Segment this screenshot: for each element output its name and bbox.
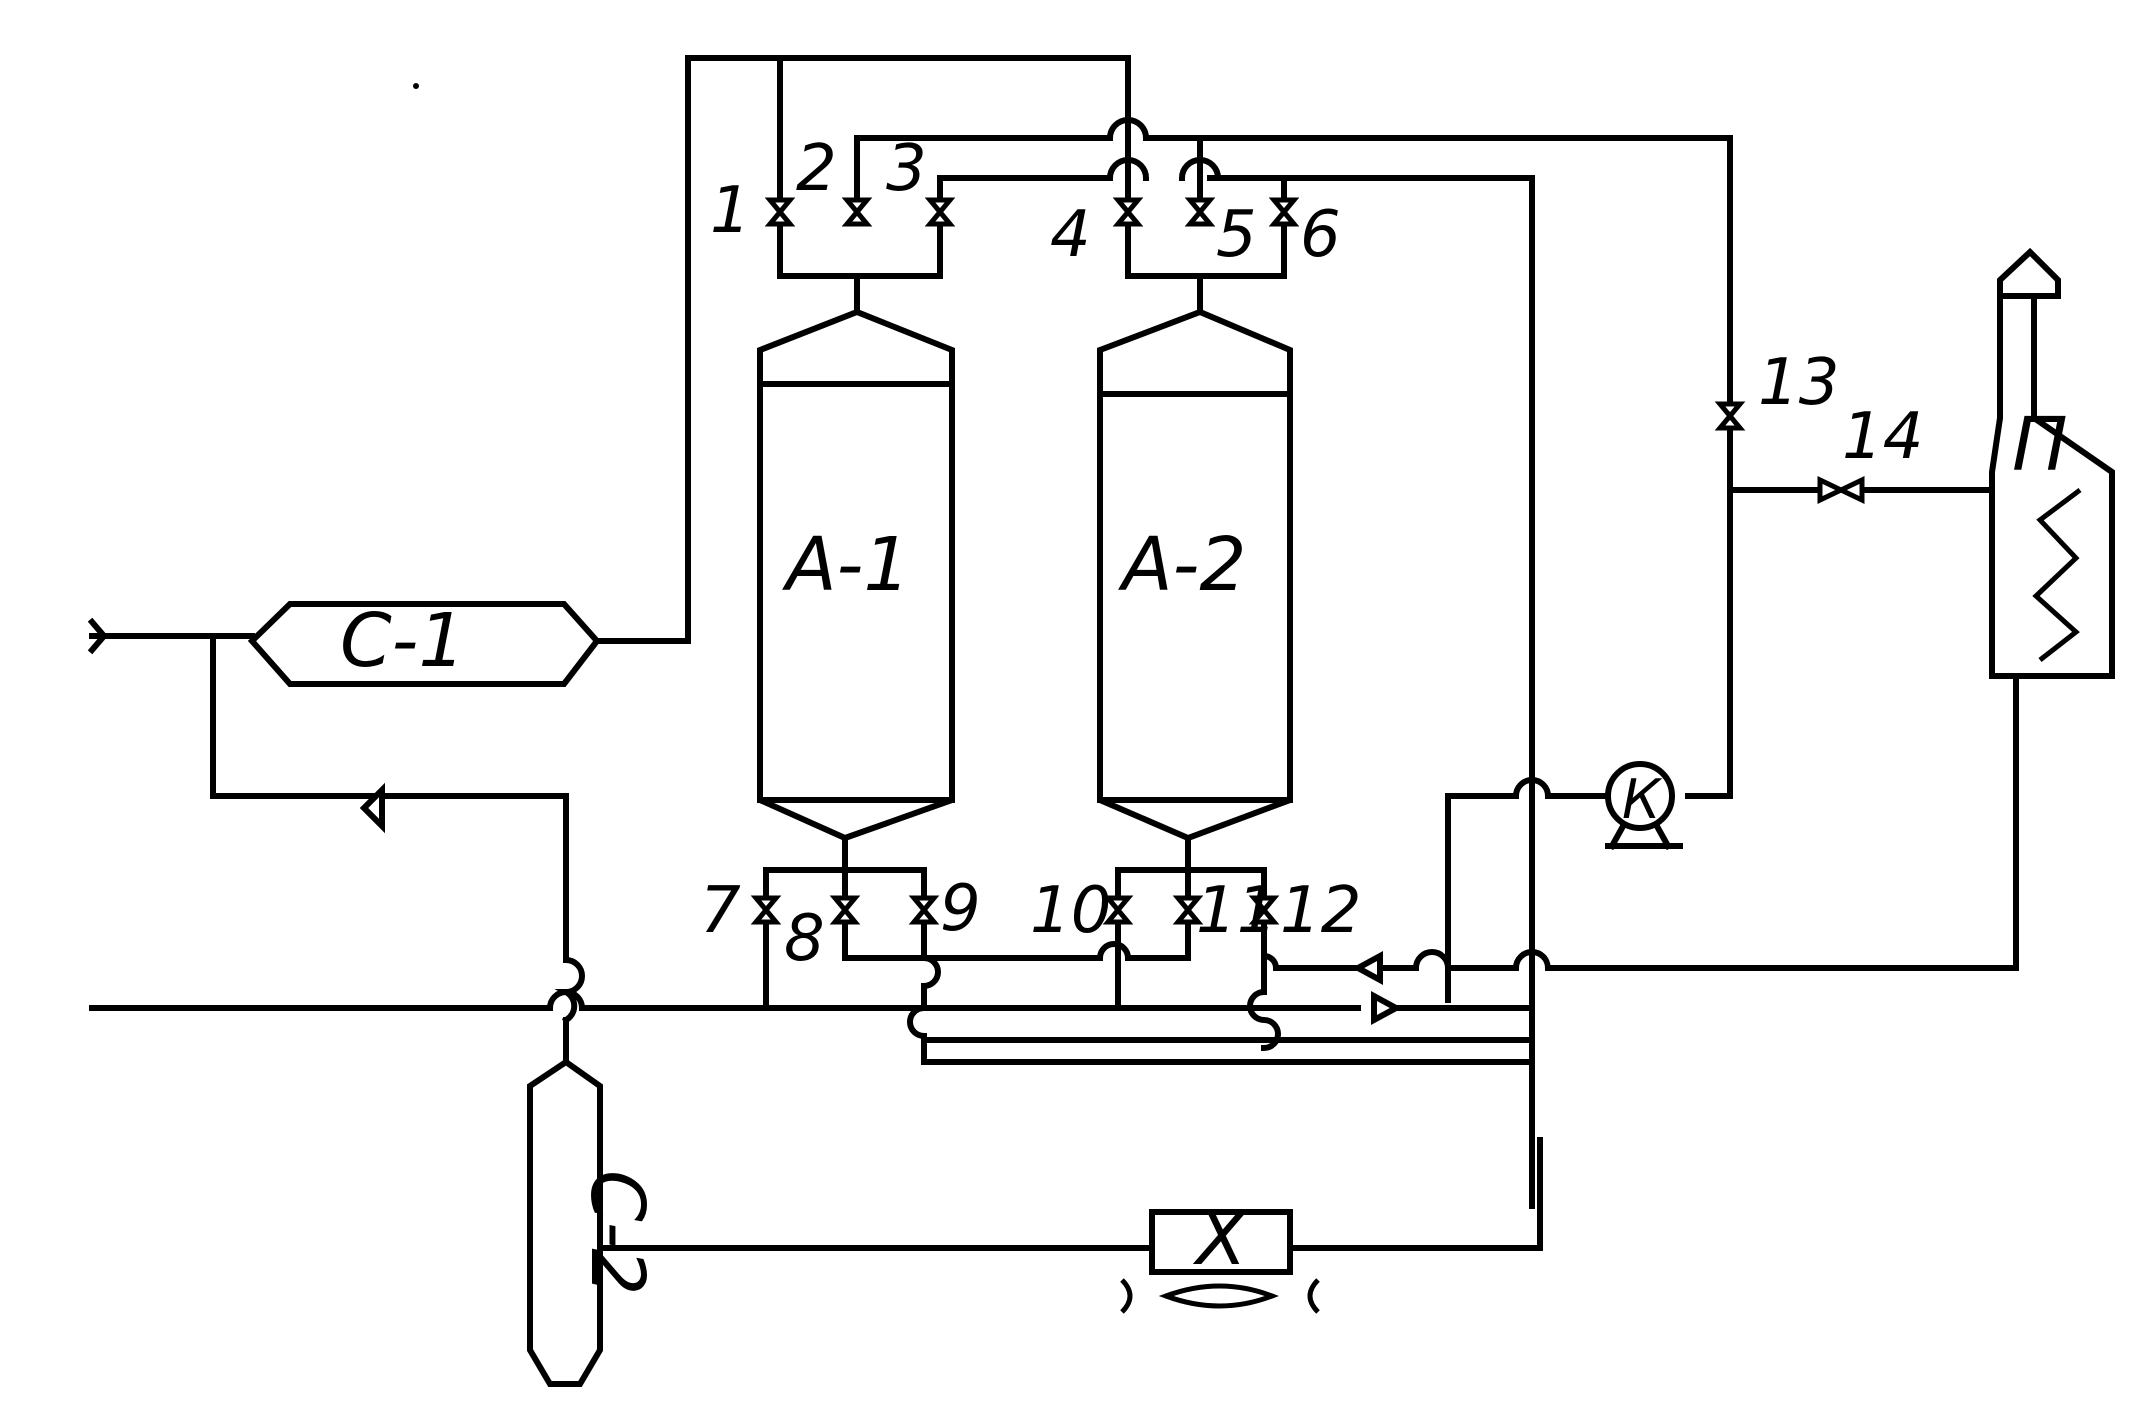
furnace-label: П [2012,402,2068,488]
c1-label: С-1 [340,598,465,684]
heater-feed-line [1688,430,1730,796]
valve-10-label: 10 [1030,874,1111,948]
valve-14-label: 14 [1842,400,1923,474]
valve-9[interactable] [914,898,934,922]
valve-7-label: 7 [700,874,741,948]
valve-8[interactable] [835,898,855,922]
cooling-bottom-line [924,1040,1532,1062]
cooling-line [924,1036,1532,1040]
valve-6[interactable] [1274,200,1294,224]
adsorber-a2: А-2 [1100,312,1290,838]
compressor: К [1608,764,1680,846]
valve-1[interactable] [770,200,790,224]
main-jump-9 [910,1008,924,1036]
product-arrow [1374,996,1396,1020]
valve-5-label: 5 [1216,198,1257,272]
valve-11-label: 11 [1196,874,1277,948]
valve-2-label: 2 [796,132,837,206]
valve-6-label: 6 [1300,198,1341,272]
c2-label: С-2 [574,1170,660,1295]
cooler-return-line [1290,1062,1540,1248]
valve-3-label: 3 [886,132,927,206]
furnace: П [1992,252,2112,676]
a2-label: А-2 [1118,522,1246,608]
adsorber-a1: А-1 [760,312,952,838]
valve-8-label: 8 [784,902,825,976]
fan-icon [1166,1286,1272,1306]
valve-2[interactable] [847,200,867,224]
air-cooler: Х [1122,1196,1318,1312]
valve-4-label: 4 [1050,198,1091,272]
valve-13-label: 13 [1758,346,1839,420]
valve-1-label: 1 [710,174,751,248]
valve-9-label: 9 [940,872,981,946]
scan-speck [413,83,419,89]
a1-label: А-1 [782,522,910,608]
compressor-label: К [1622,768,1663,831]
separator-c2: С-2 [530,1062,660,1384]
fan-left-bracket [1122,1280,1130,1312]
valve-14[interactable] [1820,480,1862,500]
valve-5[interactable] [1190,200,1210,224]
valve-7[interactable] [756,898,776,922]
hot-gas-arrow [1358,956,1380,980]
separator-c1: С-1 [252,598,597,684]
cooler-label: Х [1192,1196,1249,1282]
valve-11[interactable] [1178,898,1198,922]
valve-12-label: 12 [1280,874,1361,948]
hot-gas-jump [924,958,938,986]
fan-right-bracket [1310,1280,1318,1312]
valve-4[interactable] [1118,200,1138,224]
hot-gas-line [1380,952,1548,968]
valve-13[interactable] [1720,404,1740,428]
valve-3[interactable] [930,200,950,224]
